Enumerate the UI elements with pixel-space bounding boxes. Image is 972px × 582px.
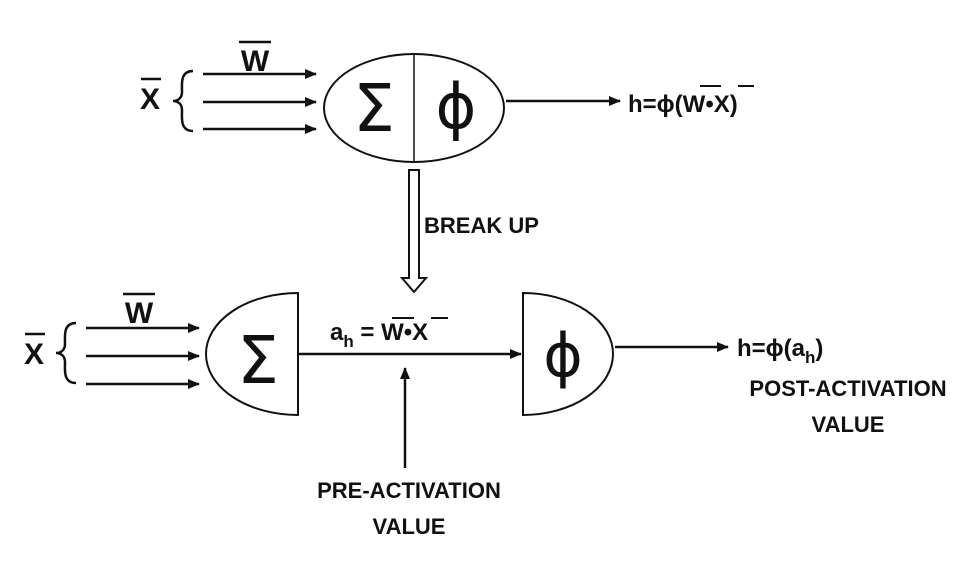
pre-expr-x: X	[412, 319, 428, 346]
bottom-weight-w: W	[125, 297, 154, 330]
pre-expr-sub: h	[343, 332, 353, 351]
post-activation-label-line2: VALUE	[812, 412, 885, 437]
top-output-suffix: )	[730, 91, 738, 118]
break-up-group: BREAK UP	[399, 169, 539, 294]
pre-expr-eq: =	[354, 319, 381, 346]
bottom-input-x: X	[24, 338, 44, 371]
top-activation-symbol: ϕ	[436, 70, 477, 143]
bottom-output-sub: h	[805, 348, 815, 367]
pre-activation-label-line2: VALUE	[373, 514, 446, 539]
bottom-activation-node	[522, 291, 614, 417]
bottom-sum-symbol: Σ	[237, 322, 279, 399]
top-output-dot: •	[705, 91, 713, 118]
top-output-formula: h=ϕ(W•X)	[628, 91, 738, 118]
bottom-sum-node	[205, 291, 299, 417]
bottom-neuron-group: X W Σ ah = W•X ϕ h=ϕ(ah) POST-ACTIVAT	[24, 291, 947, 539]
break-up-label: BREAK UP	[424, 213, 539, 238]
bottom-activation-symbol: ϕ	[543, 321, 583, 391]
bottom-input-brace	[55, 321, 77, 385]
top-output-prefix: h=ϕ(	[628, 91, 683, 118]
top-output-w: W	[683, 91, 706, 118]
pre-expr-a: a	[330, 319, 344, 346]
top-sum-symbol: Σ	[353, 70, 395, 147]
pre-activation-expression: ah = W•X	[330, 319, 428, 351]
pre-expr-w: W	[381, 319, 404, 346]
bottom-output-prefix: h=ϕ(a	[737, 335, 806, 362]
top-input-x: X	[140, 83, 160, 116]
top-neuron-group: X W Σ ϕ h=ϕ(W•X)	[140, 40, 754, 163]
top-weight-w: W	[241, 45, 270, 78]
pre-expr-dot: •	[404, 319, 412, 346]
break-up-arrow	[399, 169, 429, 294]
post-activation-label-line1: POST-ACTIVATION	[749, 376, 946, 401]
top-input-brace	[172, 69, 194, 133]
bottom-output-suffix: )	[815, 335, 823, 362]
pre-activation-label-line1: PRE-ACTIVATION	[317, 478, 501, 503]
top-output-x: X	[714, 91, 730, 118]
bottom-output-formula: h=ϕ(ah)	[737, 335, 823, 367]
